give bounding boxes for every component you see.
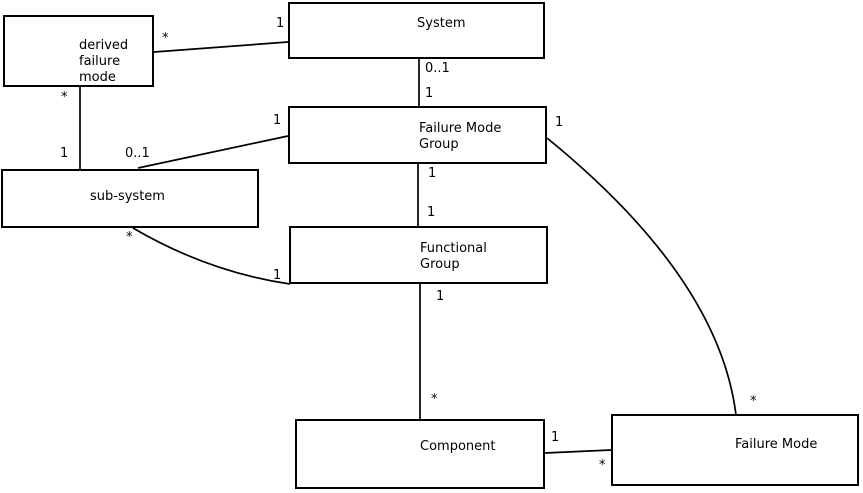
edge-failure-mode-group-to-failure-mode [546,137,737,416]
node-functional-group: Functional Group [289,226,548,284]
multiplicity-system-fmg-near-system: 0..1 [425,61,450,76]
multiplicity-fg-component-near-fg: 1 [436,289,445,304]
multiplicity-fg-component-near-component: * [431,392,438,407]
node-label-component: Component [420,439,496,454]
node-failure-mode: Failure Mode [611,414,859,486]
multiplicity-subsystem-fg-near-fg: 1 [273,268,282,283]
edge-subsystem-to-functional-group [132,227,291,285]
node-system: System [288,2,545,59]
multiplicity-component-failuremode-near-failuremode: * [599,458,606,473]
multiplicity-subsystem-fg-near-subsystem: * [126,230,133,245]
multiplicity-system-fmg-near-fmg: 1 [425,86,434,101]
multiplicity-fmg-failuremode-near-failuremode: * [750,394,757,409]
multiplicity-subsystem-fmg-near-subsystem: 0..1 [125,146,150,161]
multiplicity-component-failuremode-near-component: 1 [551,430,560,445]
node-failure-mode-group: Failure Mode Group [288,106,547,164]
node-label-system: System [417,16,466,31]
node-component: Component [295,419,545,489]
node-label-derived-failure-mode: derived failure mode [79,38,129,85]
multiplicity-subsystem-fmg-near-fmg: 1 [273,113,282,128]
multiplicity-dfm-subsystem-near-dfm: * [61,90,68,105]
node-sub-system: sub-system [1,169,259,228]
node-label-failure-mode-group: Failure Mode Group [419,121,502,152]
node-label-sub-system: sub-system [90,189,165,204]
edge-subsystem-to-failure-mode-group [137,135,289,169]
multiplicity-dfm-system-near-dfm: * [162,31,169,46]
multiplicity-fmg-fg-near-fg: 1 [427,205,436,220]
multiplicity-fmg-failuremode-near-fmg: 1 [555,115,564,130]
node-label-functional-group: Functional Group [420,241,487,272]
node-label-failure-mode: Failure Mode [735,437,818,452]
multiplicity-fmg-fg-near-fmg: 1 [428,166,437,181]
multiplicity-dfm-subsystem-near-subsystem: 1 [60,146,69,161]
edge-derived-failure-mode-to-system [153,41,289,53]
multiplicity-dfm-system-near-system: 1 [276,16,285,31]
node-derived-failure-mode: derived failure mode [3,15,154,87]
edge-component-to-failure-mode [544,449,612,454]
